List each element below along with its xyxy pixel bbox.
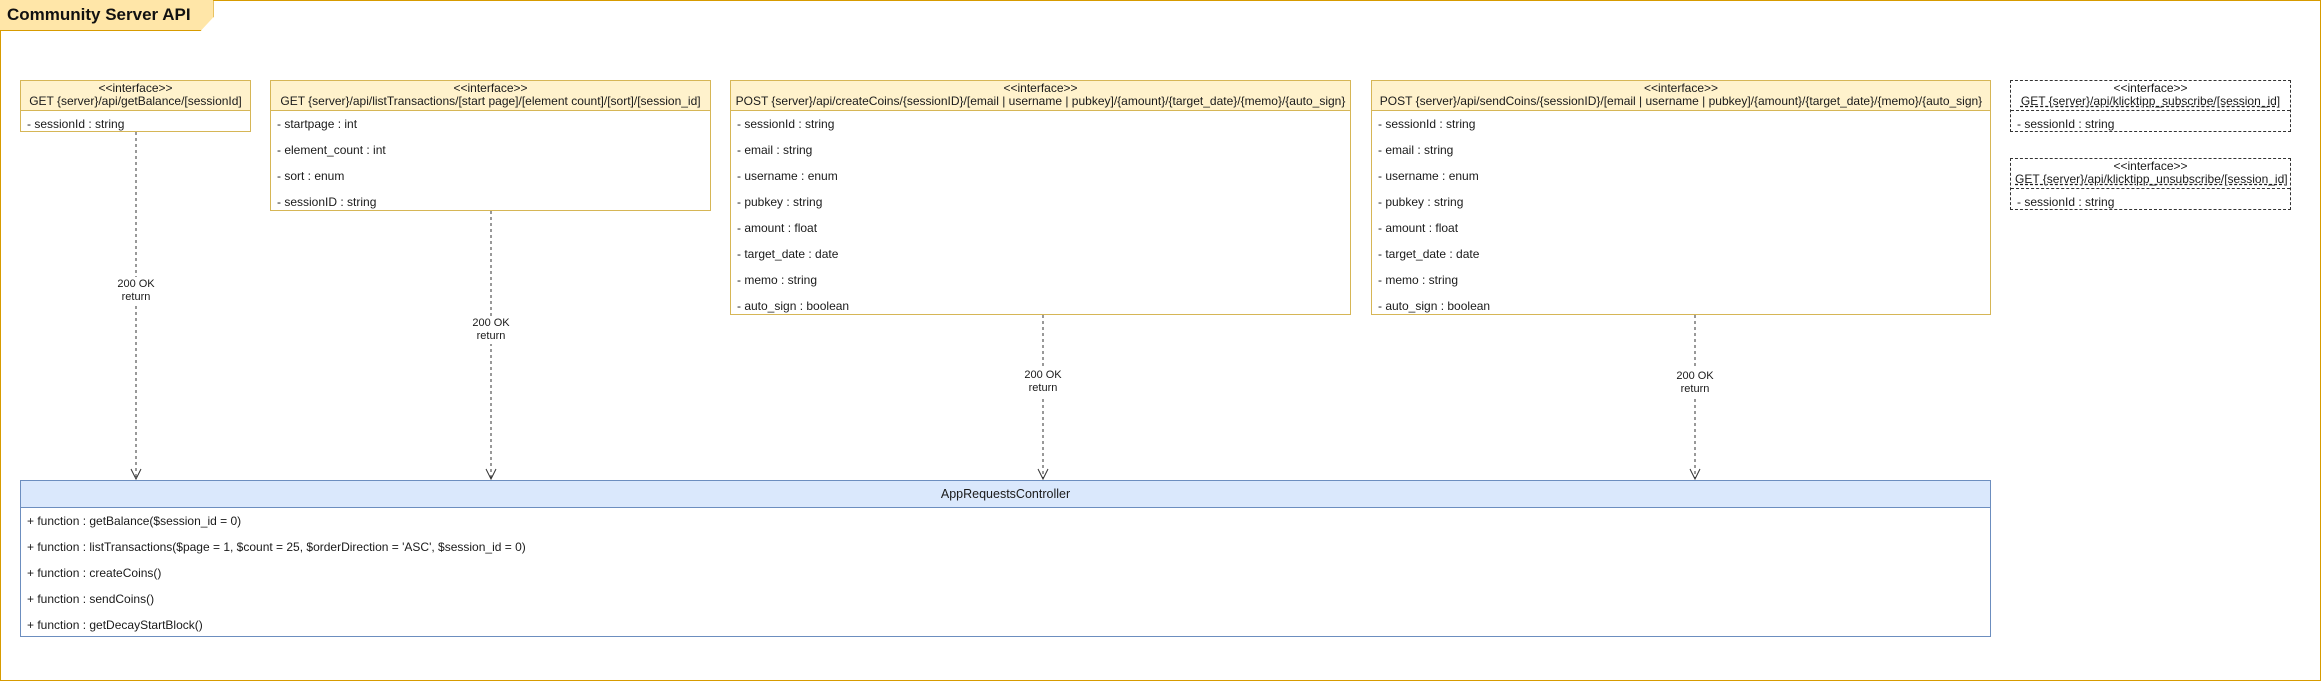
interface-header: <<interface>> GET {server}/api/klicktipp… [2011, 81, 2290, 111]
app-requests-controller[interactable]: AppRequestsController + function : getBa… [20, 480, 1991, 637]
interface-header: <<interface>> GET {server}/api/klicktipp… [2011, 159, 2290, 189]
interface-header: <<interface>> GET {server}/api/listTrans… [271, 81, 710, 111]
controller-method: + function : getBalance($session_id = 0) [27, 514, 242, 528]
connector-label: 200 OK return [1674, 369, 1716, 397]
interface-name: GET {server}/api/getBalance/[sessionId] [29, 94, 242, 108]
interface-header: <<interface>> GET {server}/api/getBalanc… [21, 81, 250, 111]
connector-status: 200 OK [1024, 369, 1062, 381]
connector-status: 200 OK [117, 278, 155, 290]
connector-action: return [121, 291, 151, 303]
interface-field: - pubkey : string [1378, 195, 1464, 209]
interface-klicktipp-unsubscribe[interactable]: <<interface>> GET {server}/api/klicktipp… [2010, 158, 2291, 210]
interface-field: - sessionId : string [2017, 117, 2115, 131]
interface-stereotype: <<interface>> [2113, 81, 2188, 95]
connector-arrowhead [1689, 468, 1701, 481]
connector-label: 200 OK return [115, 277, 157, 305]
interface-field: - memo : string [737, 273, 818, 287]
interface-field: - amount : float [737, 221, 818, 235]
interface-field: - sessionId : string [2017, 195, 2115, 209]
interface-field: - sessionId : string [737, 117, 835, 131]
interface-field: - email : string [737, 143, 813, 157]
interface-field: - email : string [1378, 143, 1454, 157]
interface-field: - target_date : date [1378, 247, 1480, 261]
interface-name: GET {server}/api/klicktipp_unsubscribe/[… [2015, 172, 2288, 186]
interface-field: - sessionId : string [27, 117, 125, 131]
interface-create-coins[interactable]: <<interface>> POST {server}/api/createCo… [730, 80, 1351, 315]
connector-arrowhead [1037, 468, 1049, 481]
interface-field: - sort : enum [277, 169, 345, 183]
interface-send-coins[interactable]: <<interface>> POST {server}/api/sendCoin… [1371, 80, 1991, 315]
connector-action: return [1028, 382, 1058, 394]
interface-field: - pubkey : string [737, 195, 823, 209]
connector-action: return [476, 330, 506, 342]
interface-field: - auto_sign : boolean [1378, 299, 1491, 313]
interface-name: GET {server}/api/klicktipp_subscribe/[se… [2020, 94, 2281, 108]
connector-label: 200 OK return [470, 316, 512, 344]
interface-field: - element_count : int [277, 143, 386, 157]
interface-klicktipp-subscribe[interactable]: <<interface>> GET {server}/api/klicktipp… [2010, 80, 2291, 132]
controller-method: + function : getDecayStartBlock() [27, 618, 203, 632]
interface-header: <<interface>> POST {server}/api/createCo… [731, 81, 1350, 111]
interface-list-transactions[interactable]: <<interface>> GET {server}/api/listTrans… [270, 80, 711, 211]
interface-name: POST {server}/api/createCoins/{sessionID… [735, 94, 1346, 108]
interface-field: - username : enum [1378, 169, 1479, 183]
controller-header: AppRequestsController [21, 481, 1990, 508]
interface-field: - sessionId : string [1378, 117, 1476, 131]
connector-status: 200 OK [1676, 370, 1714, 382]
interface-field: - auto_sign : boolean [737, 299, 850, 313]
connector-action: return [1680, 383, 1710, 395]
interface-field: - username : enum [737, 169, 838, 183]
connector-status: 200 OK [472, 317, 510, 329]
interface-get-balance[interactable]: <<interface>> GET {server}/api/getBalanc… [20, 80, 251, 132]
interface-name: POST {server}/api/sendCoins/{sessionID}/… [1379, 94, 1983, 108]
interface-header: <<interface>> POST {server}/api/sendCoin… [1372, 81, 1990, 111]
interface-name: GET {server}/api/listTransactions/[start… [280, 94, 701, 108]
interface-field: - amount : float [1378, 221, 1459, 235]
interface-field: - memo : string [1378, 273, 1459, 287]
interface-field: - target_date : date [737, 247, 839, 261]
controller-method: + function : sendCoins() [27, 592, 155, 606]
interface-field: - sessionID : string [277, 195, 377, 209]
interface-stereotype: <<interface>> [1643, 81, 1719, 95]
interface-field: - startpage : int [277, 117, 358, 131]
connector-label: 200 OK return [1022, 368, 1064, 396]
frame-title: Community Server API [0, 0, 214, 31]
interface-stereotype: <<interface>> [453, 81, 528, 95]
controller-method: + function : listTransactions($page = 1,… [27, 540, 526, 554]
interface-stereotype: <<interface>> [98, 81, 173, 95]
interface-stereotype: <<interface>> [1003, 81, 1078, 95]
controller-method: + function : createCoins() [27, 566, 162, 580]
connector-arrowhead [130, 468, 142, 481]
connector-arrowhead [485, 468, 497, 481]
interface-stereotype: <<interface>> [2113, 159, 2188, 173]
